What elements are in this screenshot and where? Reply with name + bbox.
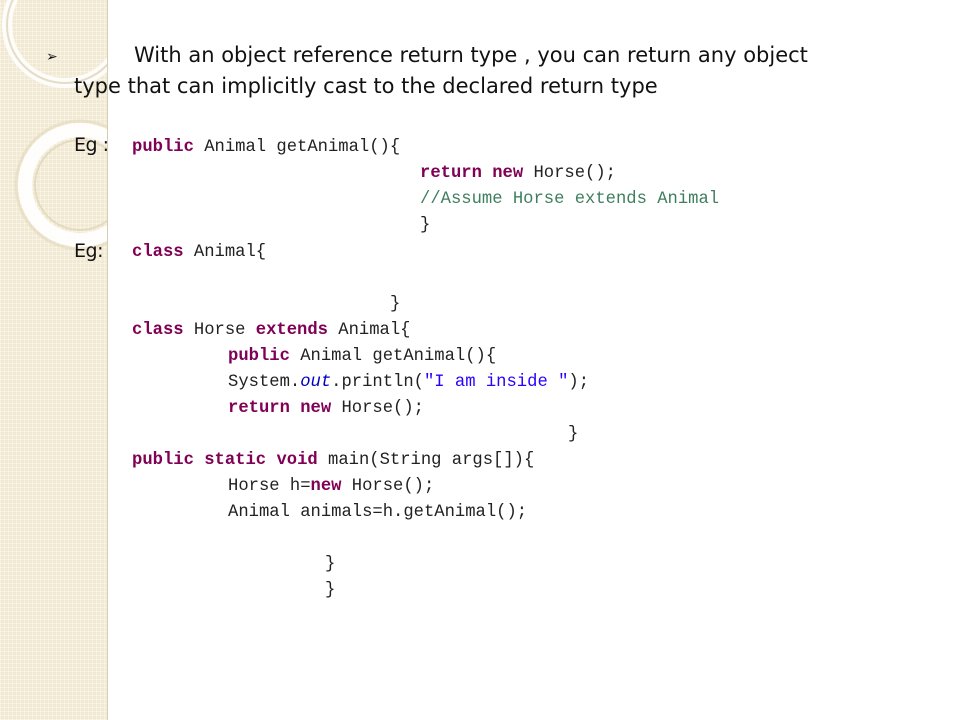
code-line: public static void main(String args[]){ <box>132 451 535 470</box>
code-line: } <box>325 555 336 574</box>
code-comment: //Assume Horse extends Animal <box>420 190 720 209</box>
example-1-label: Eg : <box>74 134 109 156</box>
code-line: Horse h=new Horse(); <box>228 477 435 496</box>
code-line: public Animal getAnimal(){ <box>132 138 401 157</box>
code-line: } <box>420 216 431 235</box>
decorative-side-panel <box>0 0 108 720</box>
slide-heading: With an object reference return type , y… <box>74 40 874 102</box>
code-line: class Animal{ <box>132 243 267 262</box>
code-line: return new Horse(); <box>420 164 616 183</box>
code-line: } <box>325 581 336 600</box>
code-line: public Animal getAnimal(){ <box>228 347 497 366</box>
code-line: return new Horse(); <box>228 399 424 418</box>
code-line: class Horse extends Animal{ <box>132 321 411 340</box>
code-line: } <box>568 425 579 444</box>
code-line: System.out.println("I am inside "); <box>228 373 590 392</box>
heading-line-1: With an object reference return type , y… <box>134 43 808 67</box>
example-2-label: Eg: <box>74 240 103 262</box>
decorative-circles <box>2 0 107 251</box>
heading-line-2: type that can implicitly cast to the dec… <box>74 74 658 98</box>
code-line: } <box>390 295 401 314</box>
bullet-arrow-icon: ➢ <box>46 48 58 64</box>
code-line: Animal animals=h.getAnimal(); <box>228 503 528 522</box>
